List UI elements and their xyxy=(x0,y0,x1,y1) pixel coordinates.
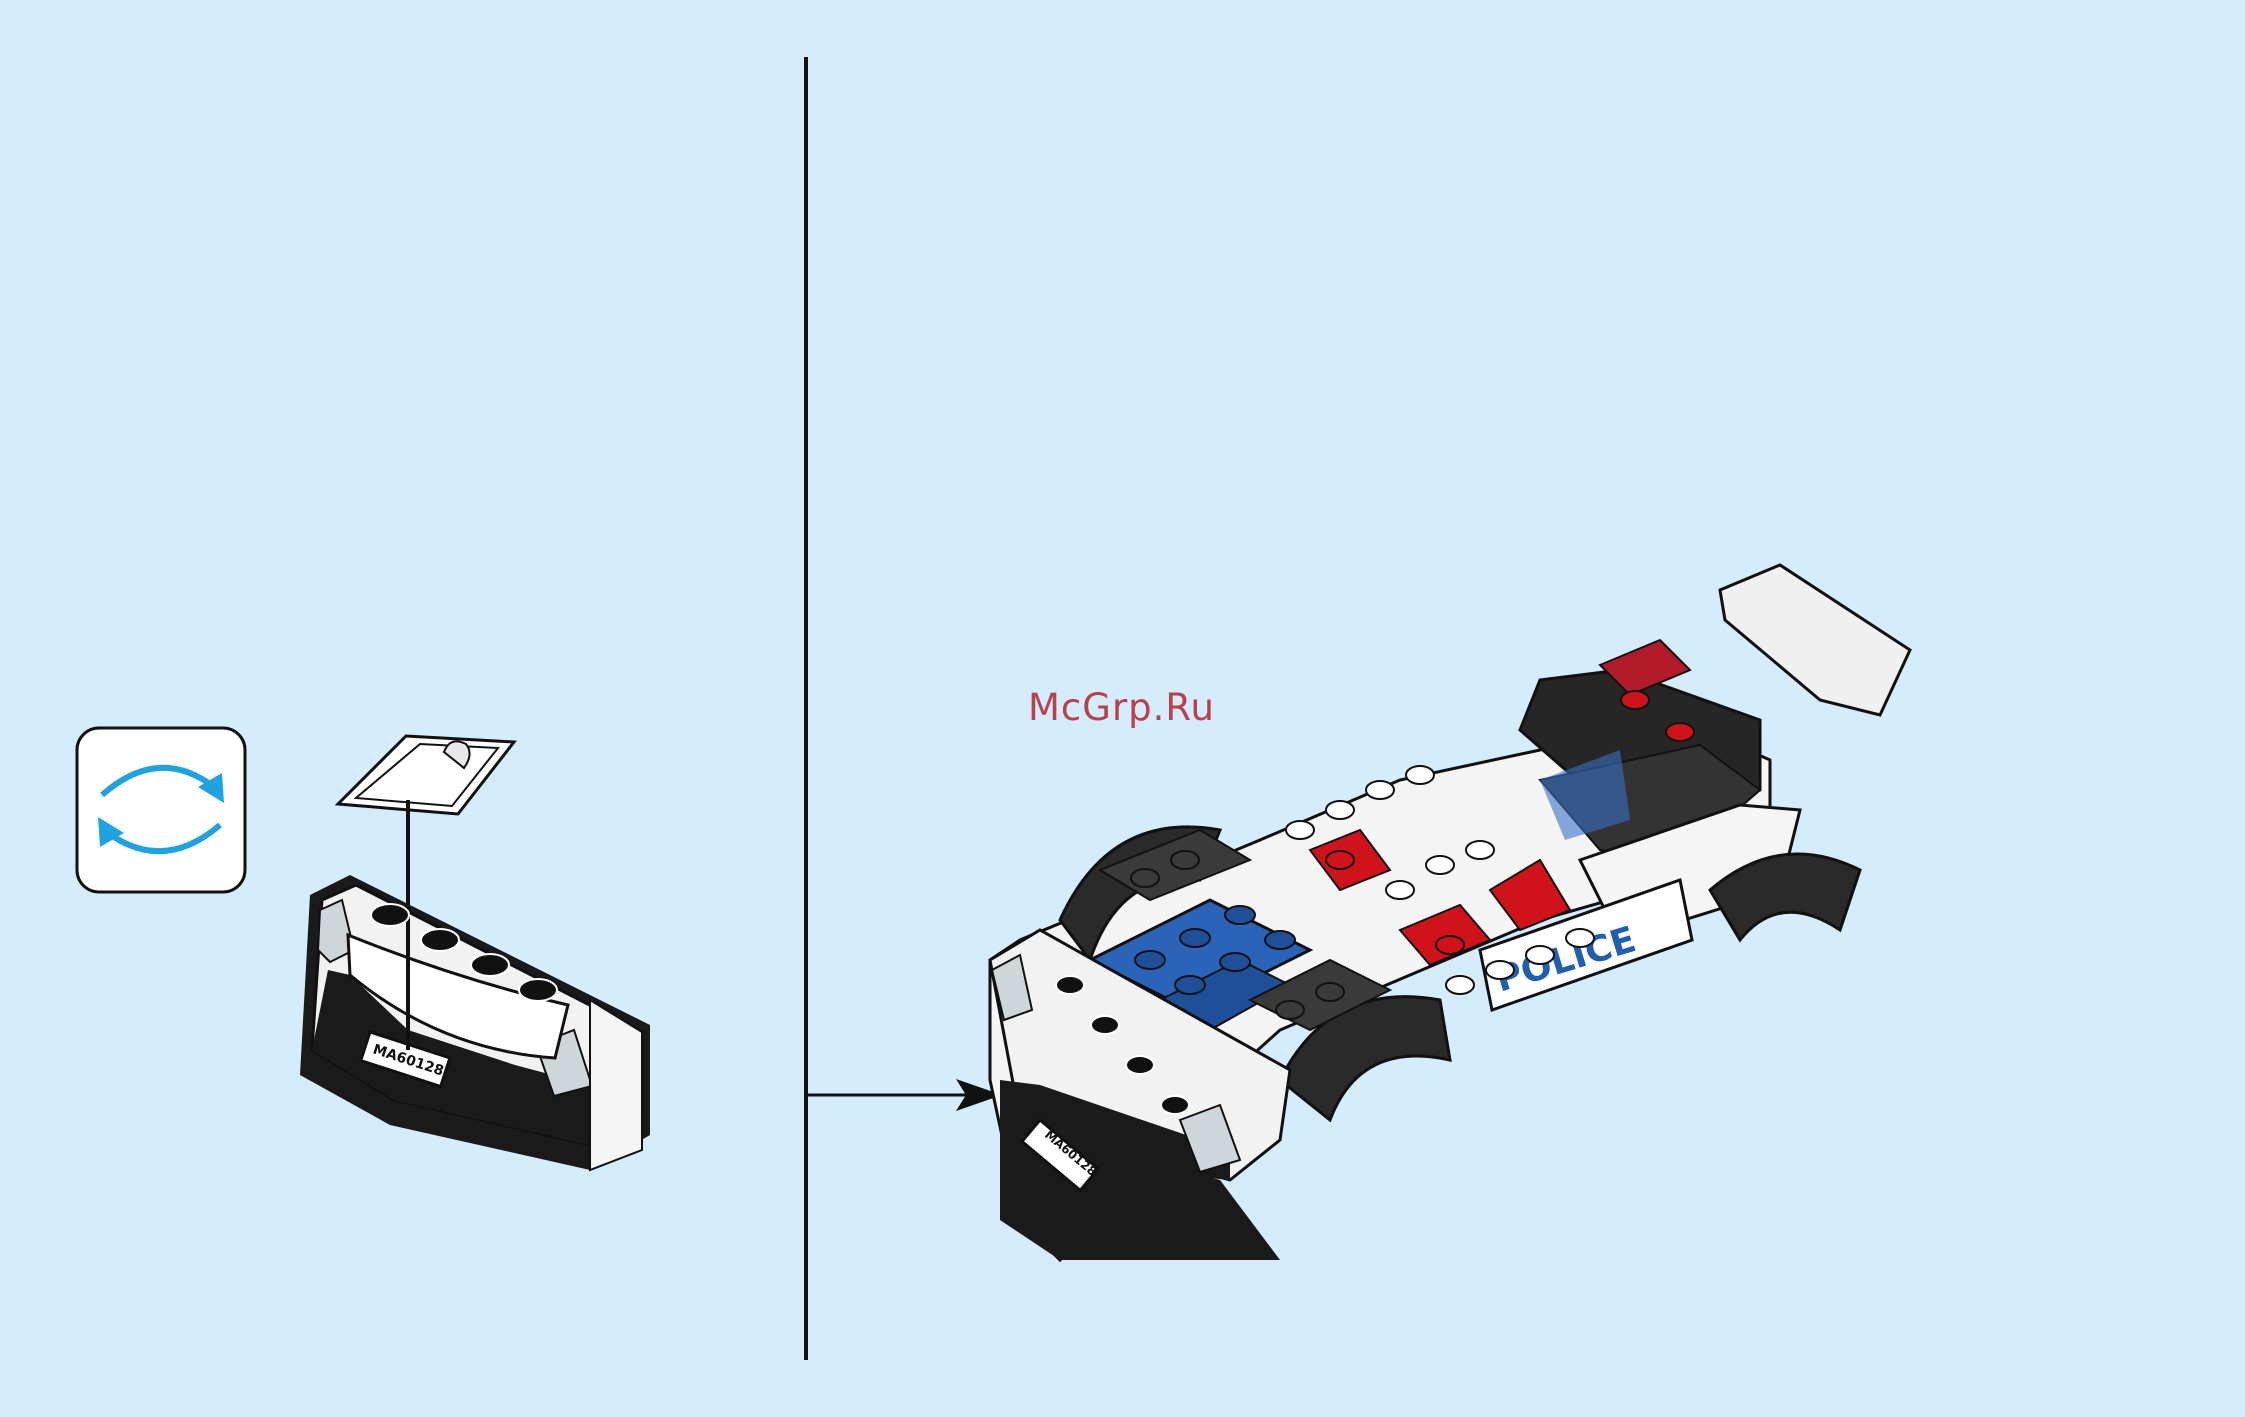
bumper-assembly: MA60128 xyxy=(290,800,660,1180)
step-arrow-icon xyxy=(806,1075,1006,1115)
watermark: McGrp.Ru xyxy=(1028,686,1215,729)
step-divider xyxy=(804,57,808,1360)
rotate-model-icon xyxy=(74,725,248,895)
police-car-model: POLICE MA60128 xyxy=(980,560,1980,1280)
